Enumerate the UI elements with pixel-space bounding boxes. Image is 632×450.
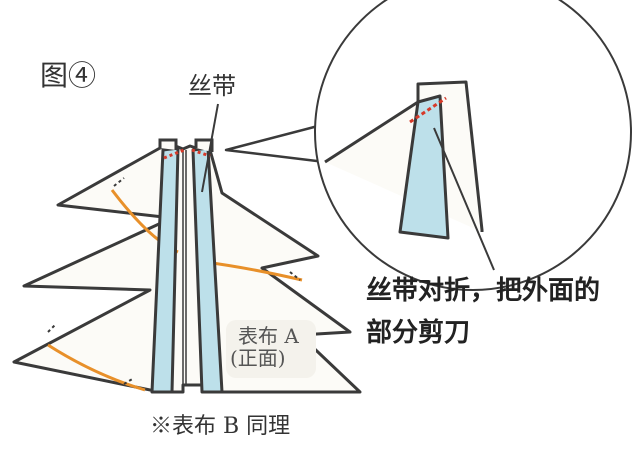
notch-mark-2	[289, 271, 301, 281]
zoom-cone	[224, 124, 327, 164]
stitch-line-lower	[47, 343, 146, 392]
center-slit	[182, 150, 187, 385]
ribbon-label: 丝带	[188, 72, 236, 100]
zoom-cut-mark	[409, 96, 447, 124]
instruction-line-1: 丝带对折，把外面的	[366, 276, 601, 306]
ribbon-leader-line	[201, 103, 219, 193]
footnote: ※表布 B 同理	[150, 414, 291, 439]
notch-mark-1	[113, 177, 125, 187]
notch-mark-3	[47, 323, 57, 333]
notch-mark-4	[123, 377, 135, 385]
instruction-leader-line	[433, 127, 495, 271]
fabric-face-sublabel: (正面)	[230, 346, 286, 370]
figure-label: 图④	[40, 59, 97, 92]
fabric-face-label: 表布 A	[238, 324, 299, 348]
ribbon-top-right	[194, 138, 214, 152]
fabric-label-bg	[226, 320, 316, 378]
ribbon-top-left	[158, 138, 178, 150]
instruction-line-2: 部分剪刀	[366, 318, 471, 348]
